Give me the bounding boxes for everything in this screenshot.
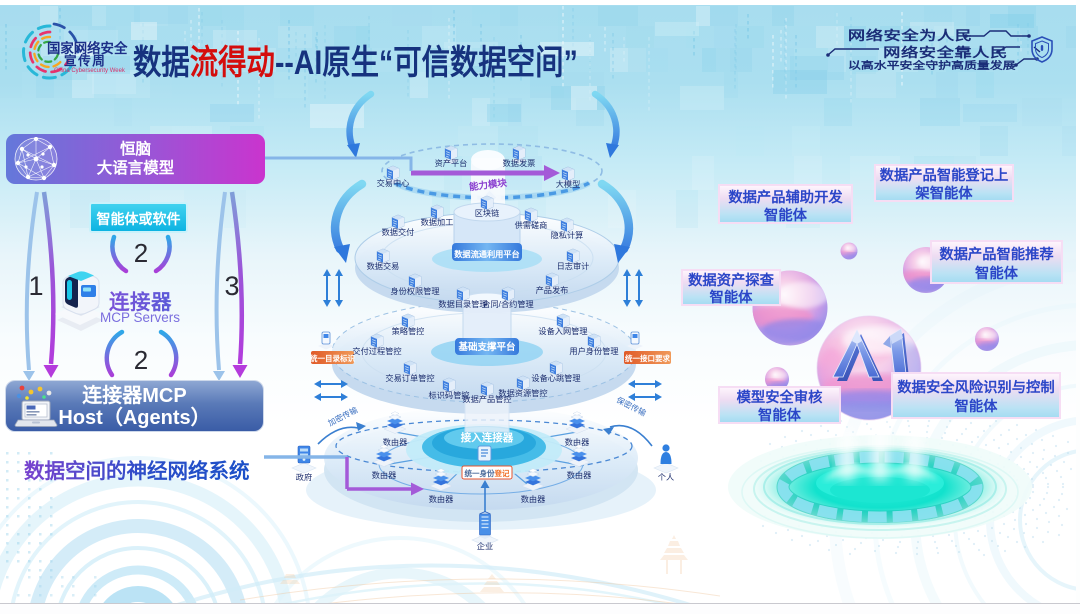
- svg-text:设备入网管理: 设备入网管理: [538, 326, 587, 336]
- svg-text:设备心跳管理: 设备心跳管理: [531, 373, 580, 383]
- svg-text:数由器: 数由器: [429, 494, 454, 504]
- svg-text:个人: 个人: [658, 473, 674, 482]
- svg-text:China Cybersecurity Week: China Cybersecurity Week: [54, 68, 126, 74]
- svg-text:产品发布: 产品发布: [536, 285, 569, 295]
- svg-text:网络安全靠人民: 网络安全靠人民: [883, 45, 1008, 60]
- svg-text:能力模块: 能力模块: [468, 177, 508, 194]
- svg-text:日志审计: 日志审计: [557, 261, 590, 271]
- svg-text:数据交付: 数据交付: [382, 227, 415, 237]
- svg-text:隐私计算: 隐私计算: [551, 230, 584, 240]
- svg-text:身份权限管理: 身份权限管理: [390, 286, 439, 296]
- svg-text:以高水平安全守护高质量发展: 以高水平安全守护高质量发展: [848, 59, 1016, 71]
- svg-text:统一接口要求: 统一接口要求: [625, 353, 670, 363]
- svg-text:数据流通利用平台: 数据流通利用平台: [454, 249, 520, 259]
- svg-text:数据交易: 数据交易: [367, 261, 400, 271]
- svg-text:合同/合约管理: 合同/合约管理: [482, 299, 533, 309]
- svg-text:策略管控: 策略管控: [392, 326, 425, 336]
- svg-text:宣传周: 宣传周: [64, 53, 106, 68]
- svg-text:国家网络安全: 国家网络安全: [47, 40, 128, 56]
- svg-text:网络安全为人民: 网络安全为人民: [848, 28, 973, 43]
- svg-text:数据目录管理: 数据目录管理: [438, 299, 487, 309]
- svg-text:数据产品管控: 数据产品管控: [462, 394, 511, 404]
- svg-text:交付过程管控: 交付过程管控: [352, 346, 401, 356]
- svg-text:数据资源管控: 数据资源管控: [498, 388, 547, 398]
- svg-text:企业: 企业: [477, 541, 493, 551]
- svg-text:政府: 政府: [296, 472, 312, 482]
- svg-text:大模型: 大模型: [556, 179, 581, 189]
- svg-text:交易中心: 交易中心: [377, 178, 410, 188]
- svg-text:数据发票: 数据发票: [503, 158, 536, 168]
- svg-text:资产平台: 资产平台: [435, 158, 468, 168]
- svg-text:交易订单管控: 交易订单管控: [385, 373, 434, 383]
- svg-text:基础支撑平台: 基础支撑平台: [457, 341, 516, 353]
- svg-text:统一目录标识: 统一目录标识: [310, 353, 355, 363]
- svg-text:数由器: 数由器: [372, 470, 397, 480]
- svg-text:数由器: 数由器: [383, 437, 408, 447]
- svg-text:接入连接器: 接入连接器: [461, 431, 514, 444]
- svg-text:数由器: 数由器: [521, 494, 546, 504]
- svg-text:数由器: 数由器: [565, 437, 590, 447]
- svg-text:统一身份登记: 统一身份登记: [465, 468, 510, 478]
- svg-text:数据加工: 数据加工: [421, 217, 454, 227]
- svg-text:区块链: 区块链: [475, 208, 500, 218]
- svg-text:数由器: 数由器: [567, 470, 592, 480]
- svg-text:供需磋商: 供需磋商: [515, 220, 548, 230]
- svg-text:用户身份管理: 用户身份管理: [569, 346, 618, 356]
- svg-text:标识码管控: 标识码管控: [429, 390, 470, 400]
